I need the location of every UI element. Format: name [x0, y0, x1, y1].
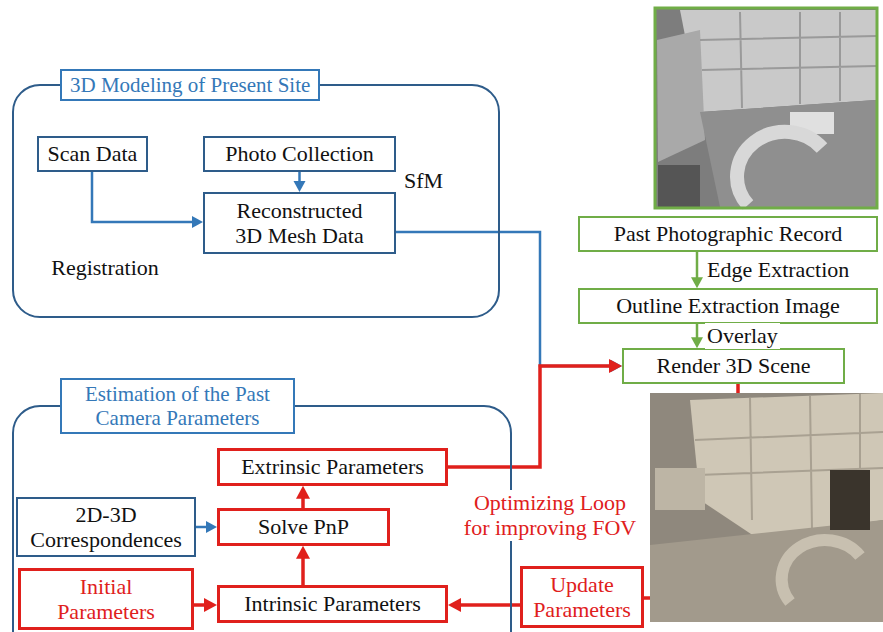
- box-label: Solve PnP: [258, 514, 349, 539]
- arrowhead: [296, 546, 310, 559]
- process-box: 2D-3D Correspondences: [16, 497, 196, 558]
- process-box: Render 3D Scene: [622, 348, 845, 383]
- arrowhead: [448, 598, 461, 612]
- back-wall: [690, 393, 883, 540]
- arrowhead: [192, 216, 203, 228]
- block-joints: [695, 394, 883, 530]
- back-wall: [680, 10, 876, 112]
- connector: [294, 172, 306, 192]
- box-label: Initial Parameters: [46, 574, 166, 625]
- photo-frame: [655, 8, 877, 208]
- arrowhead: [206, 521, 217, 533]
- rubble: [655, 468, 705, 510]
- process-box: Solve PnP: [217, 508, 390, 545]
- box-label: Reconstructed 3D Mesh Data: [227, 198, 372, 249]
- connector-line: [696, 324, 699, 340]
- connector-line: [448, 366, 611, 467]
- connector: [691, 252, 703, 289]
- arrowhead: [609, 359, 622, 373]
- box-label: Outline Extraction Image: [616, 293, 840, 318]
- process-box: Photo Collection: [203, 136, 396, 172]
- process-box: Update Parameters: [520, 566, 644, 629]
- dark-pit: [658, 165, 700, 207]
- rendered-scene: [650, 393, 883, 622]
- block-joints: [700, 12, 876, 108]
- process-box: Extrinsic Parameters: [217, 448, 448, 485]
- edge-label: Edge Extraction: [705, 257, 851, 282]
- edge-label: Registration: [49, 255, 161, 280]
- arrowhead: [691, 277, 703, 288]
- side-wall: [657, 30, 705, 162]
- arrowhead: [296, 486, 310, 499]
- connector: [196, 521, 217, 533]
- process-box: Reconstructed 3D Mesh Data: [203, 192, 396, 254]
- arrowhead: [204, 598, 217, 612]
- box-label: Render 3D Scene: [657, 353, 811, 378]
- connector: [194, 598, 217, 612]
- box-label: Extrinsic Parameters: [241, 454, 424, 479]
- process-box: Initial Parameters: [18, 568, 194, 631]
- group-title: Estimation of the Past Camera Parameters: [60, 378, 295, 434]
- connector: [296, 546, 310, 586]
- render-ground: [650, 393, 883, 622]
- box-label: Scan Data: [48, 141, 138, 166]
- edge-label: Overlay: [705, 323, 780, 348]
- box-label: 2D-3D Correspondences: [22, 502, 190, 553]
- process-box: Intrinsic Parameters: [217, 585, 448, 622]
- connector: [92, 172, 203, 228]
- floor: [650, 520, 883, 622]
- photo-ground: [655, 8, 877, 208]
- edge-label: SfM: [402, 168, 445, 193]
- connector: [448, 598, 520, 612]
- connector: [448, 359, 622, 467]
- arrowhead: [691, 337, 703, 348]
- dark-opening: [830, 470, 870, 530]
- arrowhead: [294, 181, 306, 192]
- process-box: Outline Extraction Image: [578, 288, 878, 323]
- group-container: 3D Modeling of Present SiteScan DataPhot…: [12, 84, 500, 318]
- group-container: Estimation of the Past Camera Parameters…: [12, 405, 512, 632]
- curved-stone: [737, 132, 822, 205]
- box-label: Intrinsic Parameters: [244, 591, 421, 616]
- connector-line: [696, 252, 699, 280]
- process-box: Scan Data: [37, 136, 148, 172]
- past-photograph: [655, 8, 877, 208]
- connector-line: [92, 172, 194, 222]
- process-box: Past Photographic Record: [578, 216, 878, 251]
- group-title: 3D Modeling of Present Site: [60, 69, 320, 101]
- box-label: Past Photographic Record: [614, 221, 843, 246]
- curved-stone: [782, 540, 860, 602]
- connector: [691, 324, 703, 349]
- box-label: Photo Collection: [225, 141, 374, 166]
- loop-note: Optimizing Loop for improving FOV: [460, 490, 640, 541]
- box-label: Update Parameters: [527, 572, 637, 623]
- floor: [700, 100, 876, 207]
- connector-line: [301, 557, 305, 586]
- connector: [296, 486, 310, 509]
